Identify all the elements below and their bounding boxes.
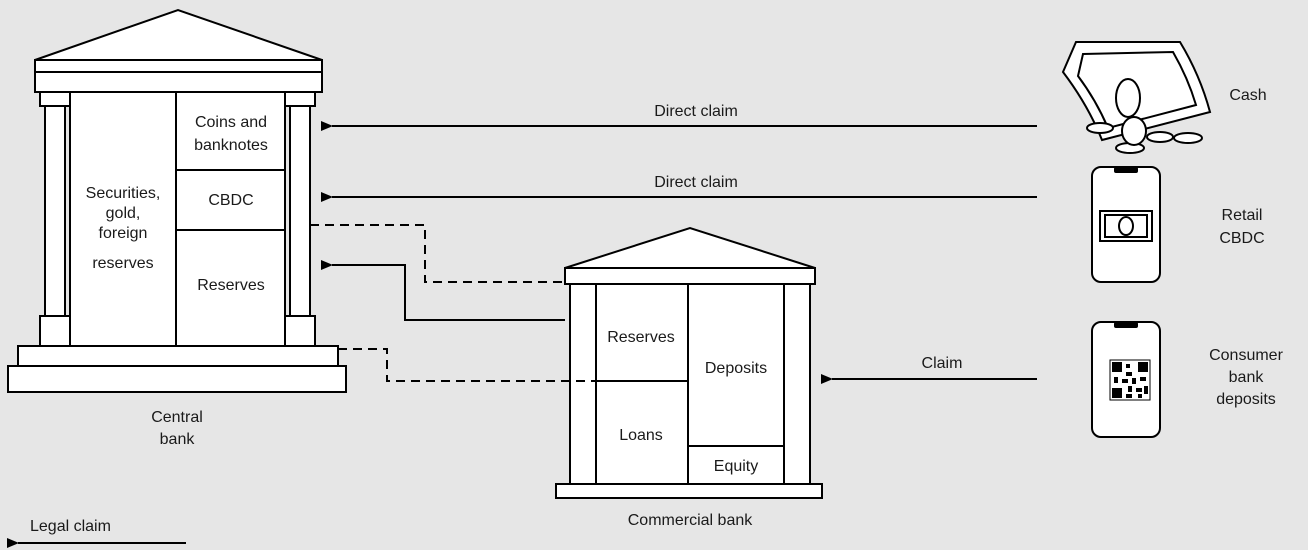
central-bank-entablature	[34, 59, 323, 73]
cash-icon: Cash	[1061, 41, 1267, 154]
cb-coins-label-1: Coins and	[195, 114, 267, 131]
cash-claim-label: Direct claim	[654, 103, 738, 120]
deposit-claim-label: Claim	[922, 355, 963, 372]
connectors: Direct claim Direct claim Claim	[310, 103, 1037, 384]
consumer-label-2: bank	[1229, 369, 1265, 386]
commercial-bank-balance-sheet	[595, 283, 785, 485]
commercial-reserves-label: Reserves	[607, 329, 675, 346]
retail-cbdc-label-1: Retail	[1222, 207, 1263, 224]
commercial-bank-name: Commercial bank	[628, 512, 753, 529]
commercial-bank: Reserves Loans Deposits Equity Commercia…	[555, 226, 823, 529]
commercial-deposits-label: Deposits	[705, 360, 767, 377]
cbdc-claim-label: Direct claim	[654, 174, 738, 191]
central-bank-name-1: Central	[151, 409, 203, 426]
cb-assets-line-3: foreign	[99, 225, 148, 242]
central-bank-bottom-step	[7, 365, 347, 393]
consumer-label-1: Consumer	[1209, 347, 1283, 364]
commercial-loans-label: Loans	[619, 427, 663, 444]
cb-assets-line-1: Securities,	[86, 185, 161, 202]
consumer-deposits-icon: Consumer bank deposits	[1091, 321, 1284, 438]
cb-cbdc-label: CBDC	[208, 192, 253, 209]
reserves-claim-arrow	[321, 260, 565, 321]
commercial-bank-roof	[564, 226, 816, 269]
central-bank-balance-sheet	[69, 91, 286, 347]
central-bank-left-column	[39, 91, 71, 347]
commercial-bank-base	[555, 483, 823, 499]
legend: Legal claim	[6, 518, 186, 548]
cb-coins-label-2: banknotes	[194, 137, 268, 154]
central-bank-roof	[34, 8, 323, 61]
commercial-bank-entablature	[564, 267, 816, 285]
commercial-equity-label: Equity	[714, 458, 758, 475]
retail-cbdc-label-2: CBDC	[1219, 230, 1264, 247]
central-bank-top-step	[17, 345, 339, 367]
legend-label: Legal claim	[30, 518, 111, 535]
commercial-bank-right-column	[783, 283, 811, 485]
qr-code-icon	[1109, 359, 1151, 401]
central-bank: Securities, gold, foreign reserves Coins…	[7, 8, 347, 448]
commercial-bank-left-column	[569, 283, 597, 485]
cb-reserves-label: Reserves	[197, 277, 265, 294]
retail-cbdc-icon: Retail CBDC	[1091, 166, 1265, 283]
consumer-label-3: deposits	[1216, 391, 1276, 408]
coin-icon	[1086, 116, 1203, 154]
cb-assets-line-4: reserves	[92, 255, 153, 272]
cash-label: Cash	[1229, 87, 1266, 104]
central-bank-frieze	[34, 71, 323, 93]
central-bank-right-column	[284, 91, 316, 347]
cb-assets-line-2: gold,	[106, 205, 141, 222]
loans-dashed-link	[338, 348, 596, 382]
central-bank-name-2: bank	[160, 431, 196, 448]
reserves-dashed-link	[310, 224, 565, 283]
